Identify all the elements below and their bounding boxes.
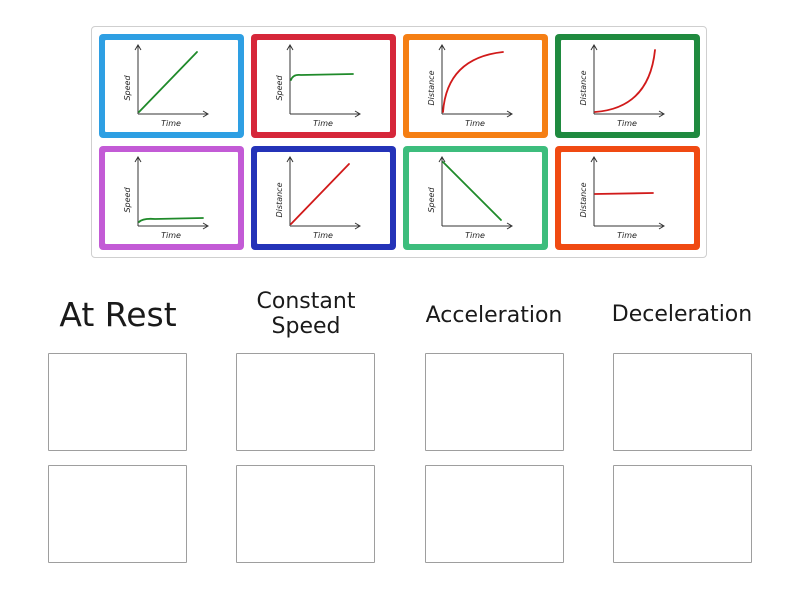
drop-slot-deceleration-1[interactable] [613,353,752,451]
heading-constant-speed: Constant Speed [256,289,356,340]
axis-arrow-icon [134,156,209,230]
graph-curve [290,163,350,225]
graph-curve [290,73,354,81]
drop-slot-at-rest-2[interactable] [48,465,187,563]
graph-y-label: Distance [579,70,588,105]
graph-axes [137,46,207,115]
graph-y-label: Speed [123,75,132,101]
graph-y-label: Speed [123,187,132,213]
graph-y-label: Distance [579,182,588,217]
axis-arrow-icon [590,156,665,230]
graph-x-label: Time [465,119,485,128]
drop-slot-acceleration-2[interactable] [425,465,564,563]
drop-slot-constant-speed-2[interactable] [236,465,375,563]
graph-y-label: Speed [427,187,436,213]
graph-x-label: Time [465,231,485,240]
axis-arrow-icon [286,156,361,230]
graph-curve [442,161,502,221]
graph-x-label: Time [161,119,181,128]
axis-arrow-icon [590,44,665,118]
graph-y-label: Distance [427,70,436,105]
graph-axes [441,158,511,227]
heading-deceleration: Deceleration [611,302,753,327]
graph-y-label: Speed [275,75,284,101]
graph-axes [137,158,207,227]
graph-x-label: Time [313,231,333,240]
heading-at-rest: At Rest [59,295,177,334]
graph-y-label: Distance [275,182,284,217]
graph-axes [593,158,663,227]
graph-x-label: Time [313,119,333,128]
graph-curve [594,49,656,113]
graph-curve [442,51,504,113]
drop-slot-constant-speed-1[interactable] [236,353,375,451]
graph-axes [289,158,359,227]
drop-slot-acceleration-1[interactable] [425,353,564,451]
graph-axes [593,46,663,115]
graph-x-label: Time [617,119,637,128]
axis-arrow-icon [134,44,209,118]
graph-curve [594,192,654,195]
graph-curve [138,51,198,113]
graph-x-label: Time [617,231,637,240]
axis-arrow-icon [438,44,513,118]
graph-curve [138,217,204,223]
graph-axes [289,46,359,115]
axis-arrow-icon [438,156,513,230]
heading-acceleration: Acceleration [425,303,563,328]
graph-axes [441,46,511,115]
axis-arrow-icon [286,44,361,118]
drop-slot-deceleration-2[interactable] [613,465,752,563]
graph-x-label: Time [161,231,181,240]
drop-slot-at-rest-1[interactable] [48,353,187,451]
